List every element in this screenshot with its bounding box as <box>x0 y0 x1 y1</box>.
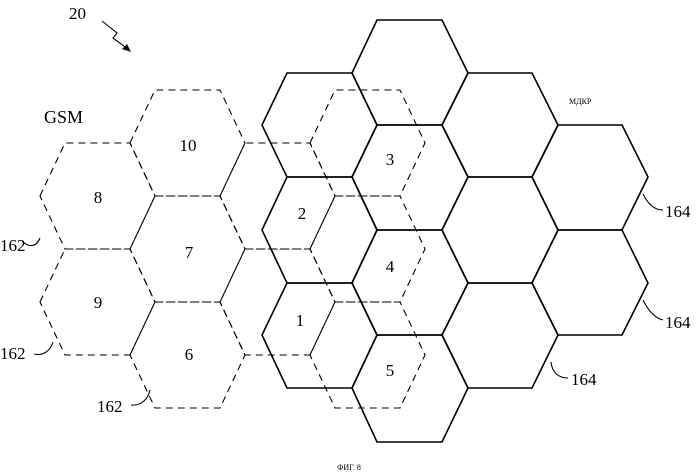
ref-squiggle-arrow <box>102 21 128 49</box>
figure-ref-number: 20 <box>69 4 86 23</box>
ref-162-a: 162 <box>0 236 26 255</box>
ref-162-c: 162 <box>97 397 123 416</box>
mdkr-label: МДКР <box>569 97 592 106</box>
leader-162-c <box>131 390 150 405</box>
leader-162-b <box>34 342 53 355</box>
gsm-label: GSM <box>44 107 83 127</box>
ref-162-b: 162 <box>0 344 26 363</box>
leader-164-b <box>643 300 663 320</box>
cdma-cell <box>352 335 468 442</box>
ref-164-c: 164 <box>571 370 597 389</box>
cell-number-6: 6 <box>185 345 194 364</box>
cell-number-1: 1 <box>296 311 305 330</box>
figure-caption: ФИГ. 8 <box>337 463 361 472</box>
cell-number-8: 8 <box>94 188 103 207</box>
cell-number-2: 2 <box>298 204 307 223</box>
leader-164-c <box>551 362 568 378</box>
cell-number-7: 7 <box>185 243 194 262</box>
cell-number-10: 10 <box>180 136 197 155</box>
cell-number-4: 4 <box>386 257 395 276</box>
cell-number-3: 3 <box>386 150 395 169</box>
cell-number-9: 9 <box>94 293 103 312</box>
ref-164-a: 164 <box>665 202 691 221</box>
cell-number-5: 5 <box>386 361 395 380</box>
ref-164-b: 164 <box>665 313 691 332</box>
cell-number-labels: 1 2 3 4 5 6 7 8 9 10 <box>94 136 395 380</box>
leader-164-a <box>643 194 663 210</box>
